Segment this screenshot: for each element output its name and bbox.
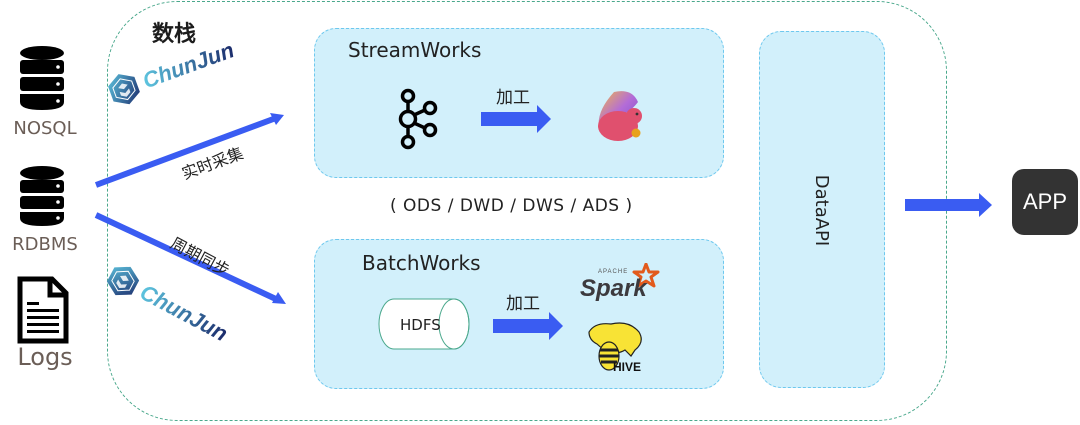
dataapi-label: DataAPI <box>811 174 833 246</box>
stream-process-arrow <box>481 105 551 133</box>
flink-icon <box>598 91 642 141</box>
stream-process-label: 加工 <box>496 88 530 108</box>
chunjun-logo-bottom: ChunJun <box>100 258 234 351</box>
spark-caption: APACHE <box>598 269 629 275</box>
output-arrow <box>905 193 992 217</box>
batchworks-title: BatchWorks <box>362 251 481 275</box>
spark-star-icon <box>632 263 660 288</box>
spark-logo: APACHE Spark <box>578 263 662 305</box>
platform-title: 数栈 <box>152 22 197 47</box>
spark-name: Spark <box>580 275 647 302</box>
batch-process-arrow <box>493 312 563 340</box>
chunjun-hexagon-icon <box>106 266 140 296</box>
streamworks-panel <box>314 28 724 178</box>
dataapi-panel <box>759 31 885 388</box>
chunjun-hexagon-icon <box>108 74 140 105</box>
connector-arrows <box>94 113 286 304</box>
hive-elephant-icon <box>588 322 642 371</box>
realtime-arrow <box>94 113 284 188</box>
batch-process-label: 加工 <box>506 294 540 314</box>
source-label-rdbms: RDBMS <box>12 234 78 255</box>
source-label-logs: Logs <box>17 343 73 371</box>
hive-name: HIVE <box>613 360 642 374</box>
database-icon <box>20 166 64 226</box>
warehouse-layers: ( ODS / DWD / DWS / ADS ) <box>390 196 633 216</box>
kafka-icon <box>398 88 438 150</box>
batch-arrow <box>94 212 286 304</box>
dataapi-label-wrap: DataAPI <box>792 155 852 265</box>
source-label-nosql: NOSQL <box>13 118 77 139</box>
hdfs-cylinder-icon <box>378 298 470 350</box>
app-node: APP <box>1012 169 1078 235</box>
streamworks-title: StreamWorks <box>348 38 482 62</box>
app-label: APP <box>1022 189 1068 214</box>
hive-logo: HIVE <box>585 320 645 376</box>
chunjun-logo-top: ChunJun <box>102 33 239 111</box>
hdfs-label: HDFS <box>400 316 441 334</box>
database-icon <box>20 46 64 110</box>
document-icon <box>17 276 69 344</box>
